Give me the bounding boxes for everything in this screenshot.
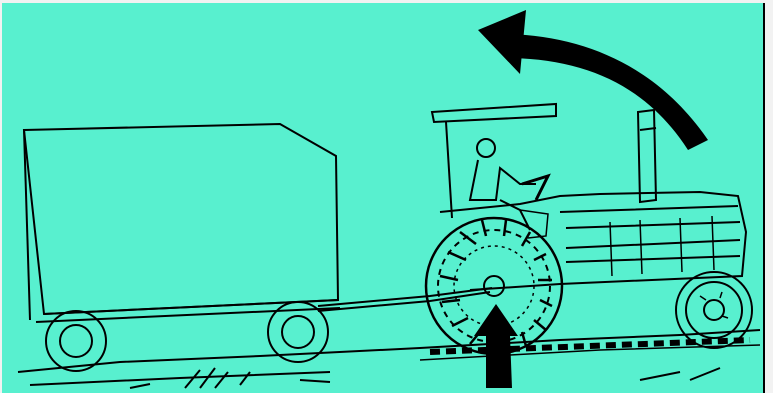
background-panel (2, 3, 764, 393)
